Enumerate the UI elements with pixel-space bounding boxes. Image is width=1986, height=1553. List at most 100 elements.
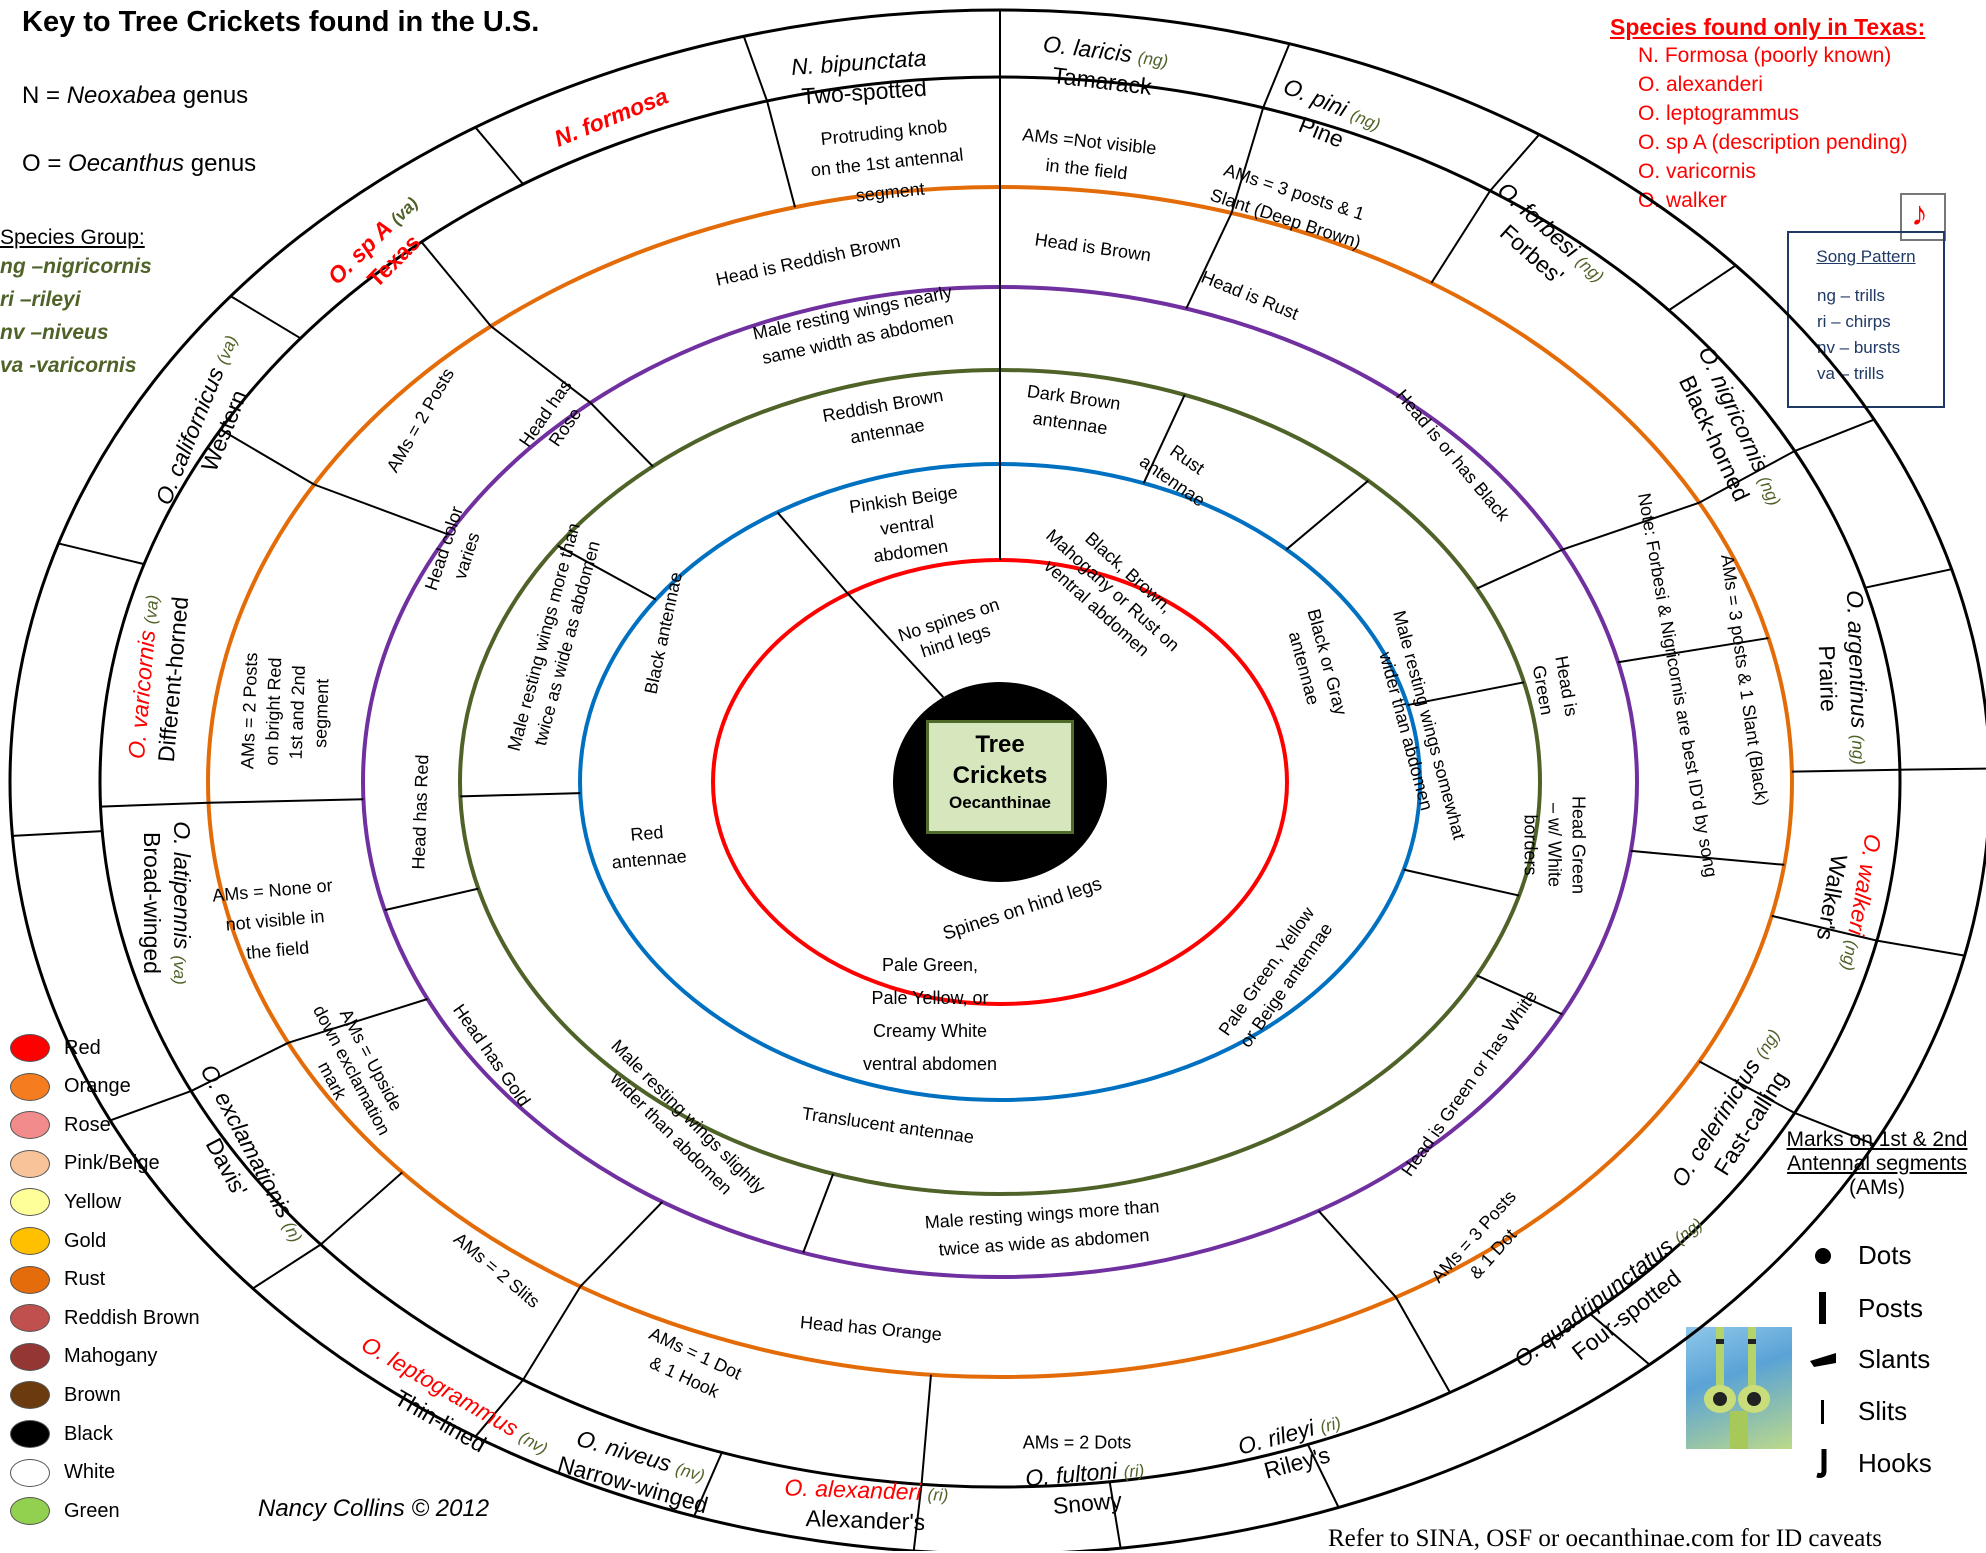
color-swatch [10,1034,50,1062]
ams-label: AMs = 2 Posts [382,365,458,476]
species-label: O. laricis (ng)Tamarack [1038,31,1170,102]
segment-divider [847,593,945,698]
texas-species-list: Species found only in Texas: N. Formosa … [1610,14,1925,215]
marks-label: Hooks [1858,1448,1932,1478]
green-ring-label: Black or Grayantennae [1280,607,1351,724]
song-pattern-item: nv – bursts [1817,338,1901,357]
texas-item: O. alexanderi [1638,73,1763,96]
genus-neoxabea: N = Neoxabea genus [22,82,249,109]
segment-divider [1395,1296,1451,1394]
species-group-item: ri –rileyi [0,288,81,311]
color-label: Green [64,1499,120,1522]
species-group-item: nv –niveus [0,321,109,344]
purple-ring-label: Male resting wings more thantwice as wid… [924,1196,1162,1260]
species-label: O. argentinus (ng)Prairie [1812,590,1874,767]
hook-icon [1808,1448,1838,1479]
segment-divider [58,542,145,566]
species-group-item: ng –nigricornis [0,255,152,278]
segment-divider [742,35,769,102]
texas-item: O. sp A (description pending) [1638,131,1908,154]
species-label: O. quadripunctatus (ng)Four-spotted [1509,1210,1725,1396]
purple-ring-label: Male resting wings more thantwice as wid… [504,521,607,759]
texas-heading: Species found only in Texas: [1610,14,1926,40]
segment-divider [190,1041,289,1092]
marks-label: Posts [1858,1292,1924,1323]
segment-divider [1771,914,1878,942]
marks-legend-heading: Marks on 1st & 2nd Antennal segments (AM… [1772,1128,1982,1200]
song-pattern-heading: Song Pattern [1816,247,1916,266]
species-label: O. leptogrammus (nv)Thin-lined [342,1331,554,1486]
segment-divider [12,830,103,837]
segment-divider [1617,637,1769,664]
segment-divider [1899,767,1986,771]
texas-item: O. varicornis [1638,160,1756,183]
segment-divider [1185,212,1233,310]
color-legend-item: Red [10,1029,101,1067]
segment-divider [1108,1481,1122,1549]
song-pattern-item: ng – trills [1817,286,1886,305]
color-label: Rose [64,1113,111,1136]
song-pattern-box: Song Pattern ng – trills ri – chirps nv … [1787,231,1945,408]
dot-icon [1808,1246,1838,1266]
blue-ring-label: Pinkish Beigeventralabdomen [848,482,966,568]
segment-divider [1142,394,1186,484]
segment-divider [1306,1444,1340,1508]
species-label: N. bipunctata Two-spotted [790,44,935,110]
center-title-line1: Tree [975,731,1025,758]
segment-divider [579,1201,664,1288]
species-label: O. fultoni (ri)Snowy [1024,1455,1148,1521]
green-ring-label: Translucent antennae [801,1103,976,1147]
marks-label: Slits [1858,1396,1908,1426]
orange-ring-label: Head is Reddish Brown [714,231,902,290]
blue-ring-label: Black, Brown,Mahogany or Rust onventral … [1026,507,1199,673]
species-label: O. nigricornis (ng)Black-horned [1666,342,1789,522]
segment-divider [460,792,581,798]
marks-label: Dots [1858,1240,1912,1270]
species-label: O. varicornis (va)Different-horned [123,593,193,763]
segment-divider [474,1379,524,1438]
marks-label: Slants [1858,1344,1931,1374]
color-label: Yellow [64,1190,122,1213]
segment-divider [522,1286,582,1381]
song-pattern-item: ri – chirps [1817,312,1891,331]
color-legend-item: Reddish Brown [10,1299,200,1337]
purple-ring-label: Male resting wings slightlywider than ab… [590,1036,769,1215]
segment-divider [1476,548,1563,590]
orange-ring-label: Head is Green or has White [1397,986,1541,1179]
ams-label: AMs =Not visiblein the field [1019,124,1158,186]
segment-divider [220,428,315,486]
texas-item: O. leptogrammus [1638,102,1800,125]
music-note-icon: ♪ [1900,193,1946,241]
purple-ring-label: Male resting wings nearlysame width as a… [751,282,959,369]
center-subtitle: Oecanthinae [948,793,1052,812]
segment-divider [1698,450,1796,504]
segment-divider [912,1484,923,1551]
red-ring-label: No spines onhind legs [896,594,1009,666]
segment-divider [1864,568,1952,589]
purple-ring-label: Male resting wings somewhatwider than ab… [1366,608,1470,847]
color-swatch [10,1111,50,1140]
post-icon [1808,1292,1838,1324]
red-ring-label: Spines on hind legs [940,873,1104,944]
species-label: O. celerinictus (ng)Fast-calling [1666,1023,1810,1207]
color-swatch [10,1342,50,1371]
color-label: Rust [64,1268,106,1291]
segment-divider [1285,479,1369,551]
marks-heading-line2: Antennal segments [1787,1152,1967,1175]
ams-label: AMs = 3 posts & 1Slant (Deep Brown) [1208,158,1372,252]
segment-divider [208,798,364,804]
segment-divider [1430,190,1492,284]
segment-divider [1476,974,1563,1016]
song-pattern-item: va – trills [1817,364,1885,383]
cricket-photo [1686,1327,1792,1449]
green-ring-label: Pale Green, Yellowor Beige antennae [1215,902,1339,1053]
color-label: Mahogany [64,1345,158,1368]
segment-divider [1794,1112,1875,1146]
color-legend-item: Rust [10,1261,105,1299]
color-swatch [10,1458,50,1487]
segment-divider [802,1173,835,1254]
color-label: Black [64,1422,113,1445]
ams-label: AMs = 2 Dots [1023,1432,1132,1452]
color-legend-item: Rose [10,1106,111,1144]
